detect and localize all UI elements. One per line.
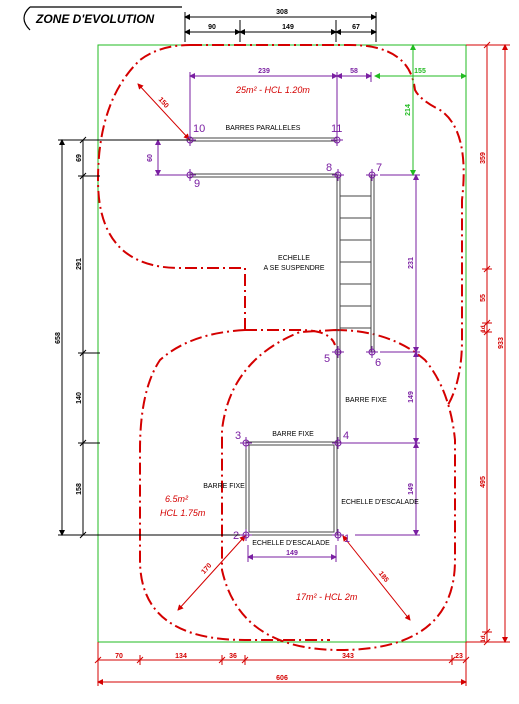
dim-239: 239 xyxy=(258,68,270,75)
label-barre-fixe-right: BARRE FIXE xyxy=(345,397,387,404)
label-echelle-1: ECHELLE xyxy=(278,255,310,262)
marker-7 xyxy=(366,169,378,181)
right-dimensions xyxy=(466,41,510,646)
zone-outlines xyxy=(96,44,465,652)
title-label: ZONE D'EVOLUTION xyxy=(35,12,155,26)
label-barres-paralleles: BARRES PARALLELES xyxy=(226,125,301,132)
dim-right-small-bottom: 1d xyxy=(481,635,487,642)
anchor-markers xyxy=(184,134,378,541)
label-barre-fixe-left: BARRE FIXE xyxy=(203,483,245,490)
point-label-2: 2 xyxy=(233,530,239,542)
hanging-ladder xyxy=(336,175,375,352)
dim-bottom-343: 343 xyxy=(342,653,354,660)
dim-top-2: 149 xyxy=(282,24,294,31)
dim-right-total: 933 xyxy=(498,337,505,349)
dim-right-55: 55 xyxy=(480,294,487,302)
outer-boundary xyxy=(97,44,467,643)
dim-left-total: 658 xyxy=(55,332,62,344)
dim-214: 214 xyxy=(405,104,412,116)
parallel-bars xyxy=(190,137,337,178)
zone-right-outline xyxy=(221,329,456,652)
dim-bottom-70: 70 xyxy=(115,653,123,660)
dim-60-vertical: 60 xyxy=(147,154,154,162)
marker-1 xyxy=(332,529,344,541)
dim-150: 150 xyxy=(157,96,170,109)
point-label-11: 11 xyxy=(331,123,342,135)
zone-right-label: 17m² - HCL 2m xyxy=(296,592,358,602)
marker-8 xyxy=(332,169,344,181)
dim-bottom-23: 23 xyxy=(455,653,463,660)
point-labels: 1 2 3 4 5 6 7 8 9 10 11 xyxy=(193,123,382,545)
marker-6 xyxy=(366,346,378,358)
dim-231: 231 xyxy=(408,257,415,269)
zone-upper-label: 25m² - HCL 1.20m xyxy=(235,85,310,95)
dim-left-291: 291 xyxy=(76,258,83,270)
zone-left-area: 6.5m² xyxy=(165,494,189,504)
title-box: ZONE D'EVOLUTION xyxy=(23,6,182,31)
marker-2 xyxy=(240,529,252,541)
upper-purple-dimensions xyxy=(155,72,420,562)
red-radius-dimensions xyxy=(137,83,411,621)
dim-right-359: 359 xyxy=(480,152,487,164)
dim-top-3: 67 xyxy=(352,24,360,31)
point-label-4: 4 xyxy=(343,430,349,442)
zone-left-outline xyxy=(139,329,336,641)
dim-bottom-134: 134 xyxy=(175,653,187,660)
point-label-9: 9 xyxy=(194,178,200,190)
dim-top-total: 308 xyxy=(276,9,288,16)
zone-upper-outline xyxy=(96,44,465,406)
dim-bottom-total: 606 xyxy=(276,675,288,682)
marker-5 xyxy=(332,346,344,358)
point-label-5: 5 xyxy=(324,353,330,365)
dim-right-495: 495 xyxy=(480,476,487,488)
label-echelle-2: A SE SUSPENDRE xyxy=(263,265,324,272)
green-dimensions xyxy=(374,44,467,176)
marker-3 xyxy=(240,437,252,449)
dim-right-small-top: 1d xyxy=(481,325,487,332)
left-dimensions xyxy=(58,136,240,539)
point-label-6: 6 xyxy=(375,357,381,369)
dim-149-bottom: 149 xyxy=(286,550,298,557)
bottom-dimensions xyxy=(94,642,470,686)
dim-155: 155 xyxy=(414,68,426,75)
zone-left-hcl: HCL 1.75m xyxy=(160,508,206,518)
dim-left-69: 69 xyxy=(76,154,83,162)
dim-top-1: 90 xyxy=(208,24,216,31)
dim-left-140: 140 xyxy=(76,392,83,404)
dim-149-right-upper: 149 xyxy=(408,391,415,403)
dim-185: 185 xyxy=(377,570,390,584)
dim-left-158: 158 xyxy=(76,483,83,495)
top-dimensions xyxy=(184,12,377,42)
climbing-frame xyxy=(245,352,341,536)
marker-11 xyxy=(331,134,343,146)
marker-4 xyxy=(332,437,344,449)
label-echelle-escalade-bottom: ECHELLE D'ESCALADE xyxy=(252,540,330,547)
point-label-3: 3 xyxy=(235,430,241,442)
label-echelle-escalade-right: ECHELLE D'ESCALADE xyxy=(341,499,419,506)
dim-bottom-36: 36 xyxy=(229,653,237,660)
point-label-1: 1 xyxy=(344,533,350,545)
dim-149-right-lower: 149 xyxy=(408,483,415,495)
point-label-7: 7 xyxy=(376,162,382,174)
marker-9 xyxy=(184,169,196,181)
dim-58: 58 xyxy=(350,68,358,75)
point-label-10: 10 xyxy=(193,123,205,135)
point-label-8: 8 xyxy=(326,162,332,174)
label-barre-fixe-top: BARRE FIXE xyxy=(272,431,314,438)
